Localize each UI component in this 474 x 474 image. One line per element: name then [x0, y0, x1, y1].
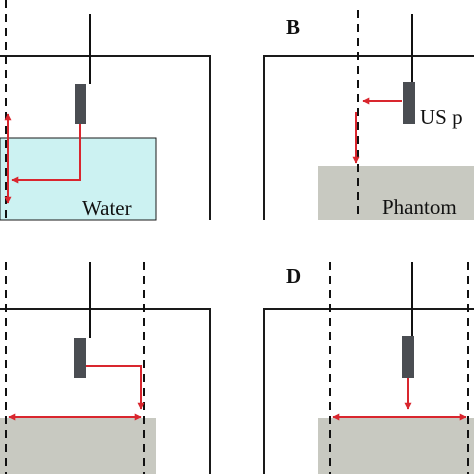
panel-letter: D [286, 264, 301, 288]
phantom-block [0, 418, 156, 474]
phantom-block [318, 166, 474, 220]
phantom-block [318, 418, 474, 474]
medium-label: Water [82, 196, 132, 220]
probe-label: US p [420, 105, 463, 129]
chamber-outline [0, 55, 211, 220]
chamber-outline [263, 308, 474, 474]
panel-b: B US p Phantom [263, 10, 474, 220]
ultrasound-probe [74, 338, 86, 378]
ultrasound-probe [75, 84, 86, 124]
ultrasound-probe [402, 336, 414, 378]
chamber-outline [263, 55, 474, 220]
medium-label: Phantom [382, 195, 457, 219]
ultrasound-probe [403, 82, 415, 124]
panel-c [0, 262, 211, 474]
panel-a: Water [0, 0, 211, 221]
chamber-outline [0, 308, 211, 474]
panel-d: D [263, 262, 474, 474]
panel-letter: B [286, 15, 300, 39]
path-arrow [86, 365, 145, 410]
path-arrow [11, 124, 81, 184]
